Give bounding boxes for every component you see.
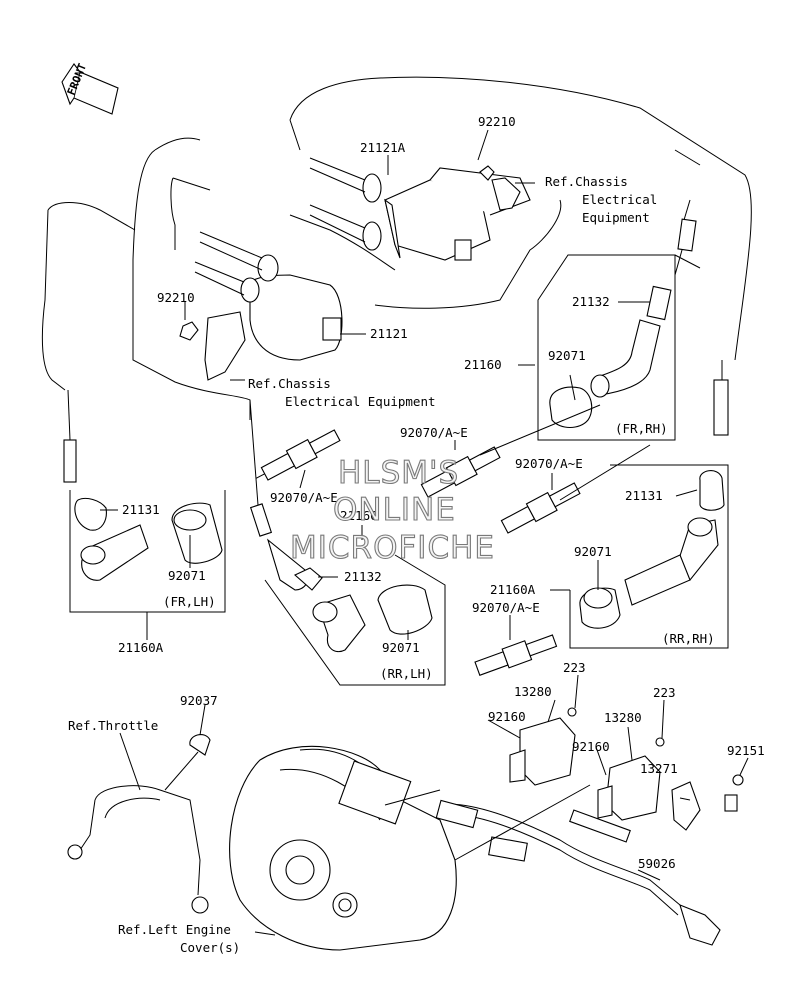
label-rr-lh: (RR,LH) bbox=[380, 666, 433, 681]
label-21131-right: 21131 bbox=[625, 488, 663, 503]
plug-cap-fr-rh bbox=[549, 199, 697, 429]
label-fr-rh: (FR,RH) bbox=[615, 421, 668, 436]
label-92071-fr-rh: 92071 bbox=[548, 348, 586, 363]
box-fr-rh bbox=[537, 254, 676, 441]
label-21132-mid: 21132 bbox=[344, 569, 382, 584]
label-92151: 92151 bbox=[727, 743, 765, 758]
bracket-a bbox=[509, 707, 577, 786]
label-21160A-right: 21160A bbox=[490, 582, 536, 597]
label-92210-left: 92210 bbox=[157, 290, 195, 305]
label-ref-throttle: Ref.Throttle bbox=[68, 718, 158, 733]
label-92070-d: 92070/A~E bbox=[472, 600, 540, 615]
watermark-line-1: HLSM'S bbox=[338, 455, 459, 491]
spark-plug-4 bbox=[474, 634, 558, 676]
label-21121: 21121 bbox=[370, 326, 408, 341]
label-92070-c: 92070/A~E bbox=[515, 456, 583, 471]
ignition-coil-21121 bbox=[179, 231, 343, 381]
plug-cap-rr-lh bbox=[249, 399, 433, 653]
label-92071-rr-rh: 92071 bbox=[574, 544, 612, 559]
label-92070-a: 92070/A~E bbox=[400, 425, 468, 440]
boundary-lines bbox=[41, 76, 752, 420]
label-13271: 13271 bbox=[640, 761, 678, 776]
label-21160A-left: 21160A bbox=[118, 640, 164, 655]
label-ref-chassis-2b: Electrical Equipment bbox=[285, 394, 436, 409]
label-92160-a: 92160 bbox=[488, 709, 526, 724]
throttle-cable bbox=[67, 734, 211, 914]
part-labels: 92210 21121A Ref.Chassis Electrical Equi… bbox=[68, 114, 765, 955]
label-ref-chassis-1a: Ref.Chassis bbox=[545, 174, 628, 189]
plug-cap-rr-rh bbox=[579, 360, 729, 629]
label-223-b: 223 bbox=[653, 685, 676, 700]
engine-cover bbox=[229, 745, 591, 951]
label-92210-top: 92210 bbox=[478, 114, 516, 129]
label-59026: 59026 bbox=[638, 856, 676, 871]
front-arrow-icon: FRONT bbox=[61, 61, 119, 115]
box-rr-rh bbox=[569, 464, 729, 649]
label-fr-lh: (FR,LH) bbox=[163, 594, 216, 609]
label-ref-chassis-2a: Ref.Chassis bbox=[248, 376, 331, 391]
spark-plug-2 bbox=[420, 446, 501, 498]
label-13280-b: 13280 bbox=[604, 710, 642, 725]
label-92160-b: 92160 bbox=[572, 739, 610, 754]
harness-59026 bbox=[435, 799, 721, 946]
label-ref-chassis-1b: Electrical bbox=[582, 192, 657, 207]
label-92071-rr-lh: 92071 bbox=[382, 640, 420, 655]
plug-cap-fr-lh bbox=[63, 389, 223, 581]
clamp-13271 bbox=[671, 774, 744, 831]
label-92070-b: 92070/A~E bbox=[270, 490, 338, 505]
watermark-line-3: MICROFICHE bbox=[290, 530, 495, 566]
label-92071-fr-lh: 92071 bbox=[168, 568, 206, 583]
watermark: HLSM'S ONLINE MICROFICHE bbox=[289, 454, 495, 566]
label-21131-left: 21131 bbox=[122, 502, 160, 517]
bracket-b bbox=[597, 737, 665, 821]
label-ref-chassis-1c: Equipment bbox=[582, 210, 650, 225]
label-ref-engine-a: Ref.Left Engine bbox=[118, 922, 231, 937]
label-21160-mid: 21160 bbox=[340, 508, 378, 523]
label-ref-engine-b: Cover(s) bbox=[180, 940, 240, 955]
leader-lines bbox=[100, 129, 749, 936]
label-223-a: 223 bbox=[563, 660, 586, 675]
watermark-line-2: ONLINE bbox=[333, 492, 456, 528]
label-rr-rh: (RR,RH) bbox=[662, 631, 715, 646]
label-13280-a: 13280 bbox=[514, 684, 552, 699]
label-21132-top: 21132 bbox=[572, 294, 610, 309]
spark-plug-1 bbox=[255, 429, 341, 481]
label-21121A: 21121A bbox=[360, 140, 406, 155]
spark-plug-3 bbox=[500, 482, 581, 534]
box-rr-lh bbox=[264, 554, 446, 686]
label-92037: 92037 bbox=[180, 693, 218, 708]
label-21160: 21160 bbox=[464, 357, 502, 372]
ignition-coil-21121A bbox=[309, 157, 531, 261]
